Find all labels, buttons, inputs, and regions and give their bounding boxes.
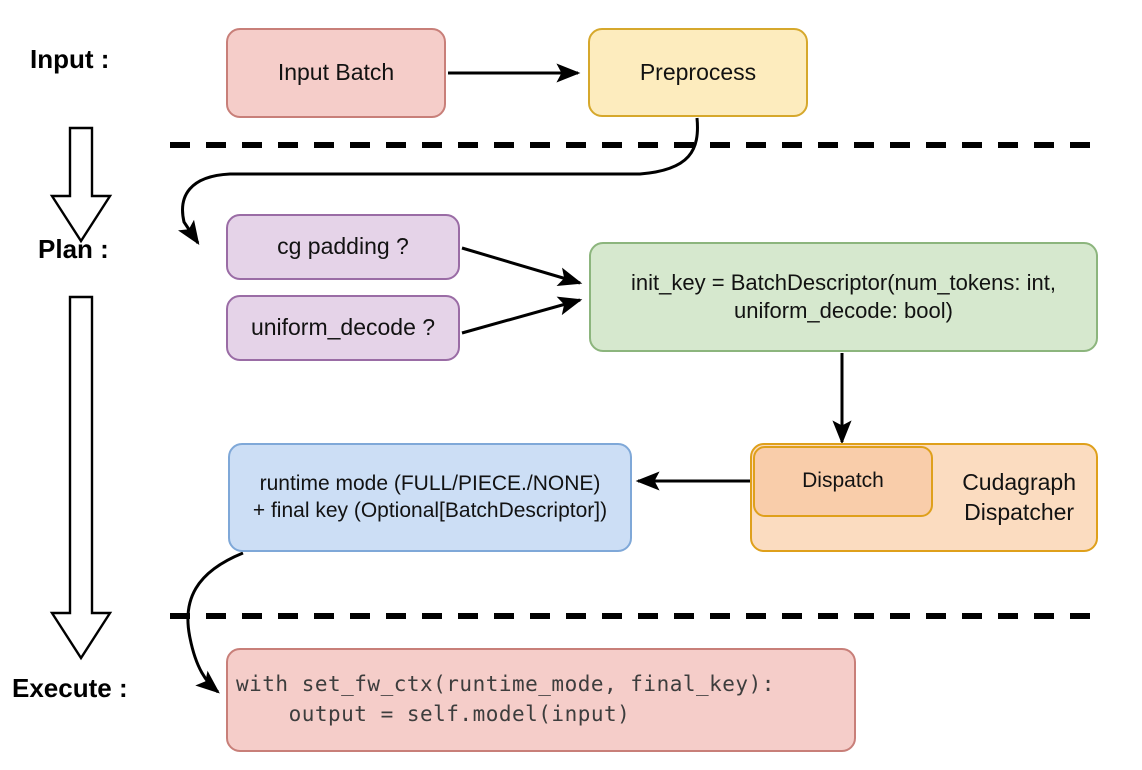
node-init-key[interactable]: init_key = BatchDescriptor(num_tokens: i… (589, 242, 1098, 352)
input-to-plan-block-arrow (49, 126, 113, 244)
node-cudagraph-dispatcher-label: Cudagraph Dispatcher (962, 469, 1076, 525)
connector-cg-padding-to-init-key (461, 246, 583, 287)
node-preprocess-label: Preprocess (639, 58, 757, 85)
node-runtime-mode-label: runtime mode (FULL/PIECE./NONE) + final … (252, 471, 608, 522)
node-cg-padding[interactable]: cg padding ? (226, 214, 460, 280)
node-uniform-decode[interactable]: uniform_decode ? (226, 295, 460, 361)
node-init-key-label: init_key = BatchDescriptor(num_tokens: i… (631, 269, 1056, 323)
node-dispatch[interactable]: Dispatch (753, 446, 933, 517)
node-cg-padding-label: cg padding ? (277, 233, 409, 260)
connector-runtime-mode-to-code-block (186, 551, 244, 694)
connector-preprocess-to-cg-padding (178, 117, 699, 245)
connector-uniform-decode-to-init-key (461, 296, 583, 335)
stage-label-plan: Plan : (38, 234, 109, 264)
plan-to-execute-block-arrow (49, 295, 113, 661)
node-preprocess[interactable]: Preprocess (588, 28, 808, 117)
node-runtime-mode[interactable]: runtime mode (FULL/PIECE./NONE) + final … (228, 443, 632, 552)
node-code-block[interactable]: with set_fw_ctx(runtime_mode, final_key)… (226, 648, 856, 752)
node-dispatch-label: Dispatch (802, 469, 884, 493)
stage-label-execute: Execute : (12, 673, 128, 703)
node-uniform-decode-label: uniform_decode ? (250, 314, 436, 341)
node-input-batch-label: Input Batch (277, 59, 395, 86)
node-code-block-text: with set_fw_ctx(runtime_mode, final_key)… (236, 672, 775, 726)
node-input-batch[interactable]: Input Batch (226, 28, 446, 118)
stage-label-input: Input : (30, 44, 110, 74)
